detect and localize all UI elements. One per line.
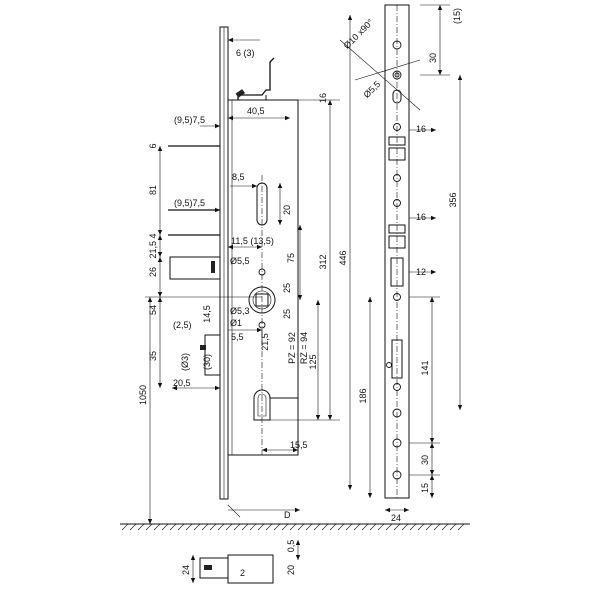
label-30-top: 30: [428, 53, 438, 63]
label-16-r2: 16: [416, 212, 426, 222]
label-54: 54: [148, 305, 158, 315]
label-15-bot: 15: [420, 483, 430, 493]
label-186: 186: [358, 388, 368, 403]
label-2: 2: [240, 568, 245, 578]
label-9-5-7-5-a: (9,5)7,5: [174, 115, 205, 125]
label-312: 312: [318, 254, 328, 269]
label-D: D: [284, 510, 291, 520]
label-6: 6: [148, 143, 158, 148]
label-356: 356: [448, 192, 458, 207]
label-25-a: 25: [282, 283, 292, 293]
latch: [204, 334, 221, 376]
label-75: 75: [286, 253, 296, 263]
label-6-3: 6 (3): [236, 48, 255, 58]
label-24-r: 24: [391, 513, 401, 523]
front-view: [384, 4, 410, 499]
label-24-b: 24: [181, 565, 191, 575]
label-35: 35: [148, 351, 158, 361]
label-pz: PZ = 92: [287, 332, 297, 364]
label-0-5: 0,5: [286, 540, 296, 553]
label-20: 20: [282, 205, 292, 215]
side-view: [168, 26, 299, 500]
label-21-5: 21,5: [260, 333, 270, 351]
label-rz: RZ = 94: [299, 332, 309, 364]
label-11-5: 11,5 (13,5): [231, 236, 274, 246]
deadbolt: [169, 256, 221, 280]
dimension-labels: (15) 6 (3) 16 40,5 (9,5)7,5 6 8,5 81 20 …: [138, 8, 462, 578]
label-12: 12: [416, 267, 426, 277]
label-d10x90: Ø10 x90°: [342, 17, 376, 51]
label-20-b: 20: [286, 565, 296, 575]
label-125: 125: [308, 354, 318, 369]
label-40-5: 40,5: [247, 106, 265, 116]
label-2-5: (2,5): [173, 320, 192, 330]
label-26: 26: [148, 267, 158, 277]
label-1050: 1050: [138, 385, 148, 405]
label-30-bot: 30: [420, 455, 430, 465]
label-446: 446: [338, 250, 348, 265]
label-d1: Ø1: [230, 318, 242, 328]
label-16-r1: 16: [416, 124, 426, 134]
label-5-5: 5,5: [231, 332, 244, 342]
label-d5-5-c: Ø5,5: [362, 79, 383, 100]
label-16-top: 16: [318, 93, 328, 103]
label-30-mid: (30): [202, 354, 212, 370]
label-15-5: 15,5: [290, 440, 308, 450]
label-81: 81: [148, 185, 158, 195]
label-14-5: 14,5: [202, 305, 212, 323]
label-8-5: 8,5: [232, 172, 245, 182]
label-25-b: 25: [282, 309, 292, 319]
floor-line: [120, 523, 470, 531]
label-d5-3: Ø5,3: [230, 306, 250, 316]
label-d3: (Ø3): [180, 353, 190, 371]
bottom-detail: [199, 554, 274, 584]
label-20-5: 20,5: [173, 378, 191, 388]
dimension-lines: [145, 4, 463, 583]
label-d5-5-a: Ø5,5: [230, 256, 250, 266]
label-141: 141: [420, 360, 430, 375]
label-9-5-7-5-b: (9,5)7,5: [174, 198, 205, 208]
label-21-5-4: 21,5 4: [148, 233, 158, 258]
cylinder-hole: [253, 389, 271, 421]
label-top-15: (15): [452, 8, 462, 24]
